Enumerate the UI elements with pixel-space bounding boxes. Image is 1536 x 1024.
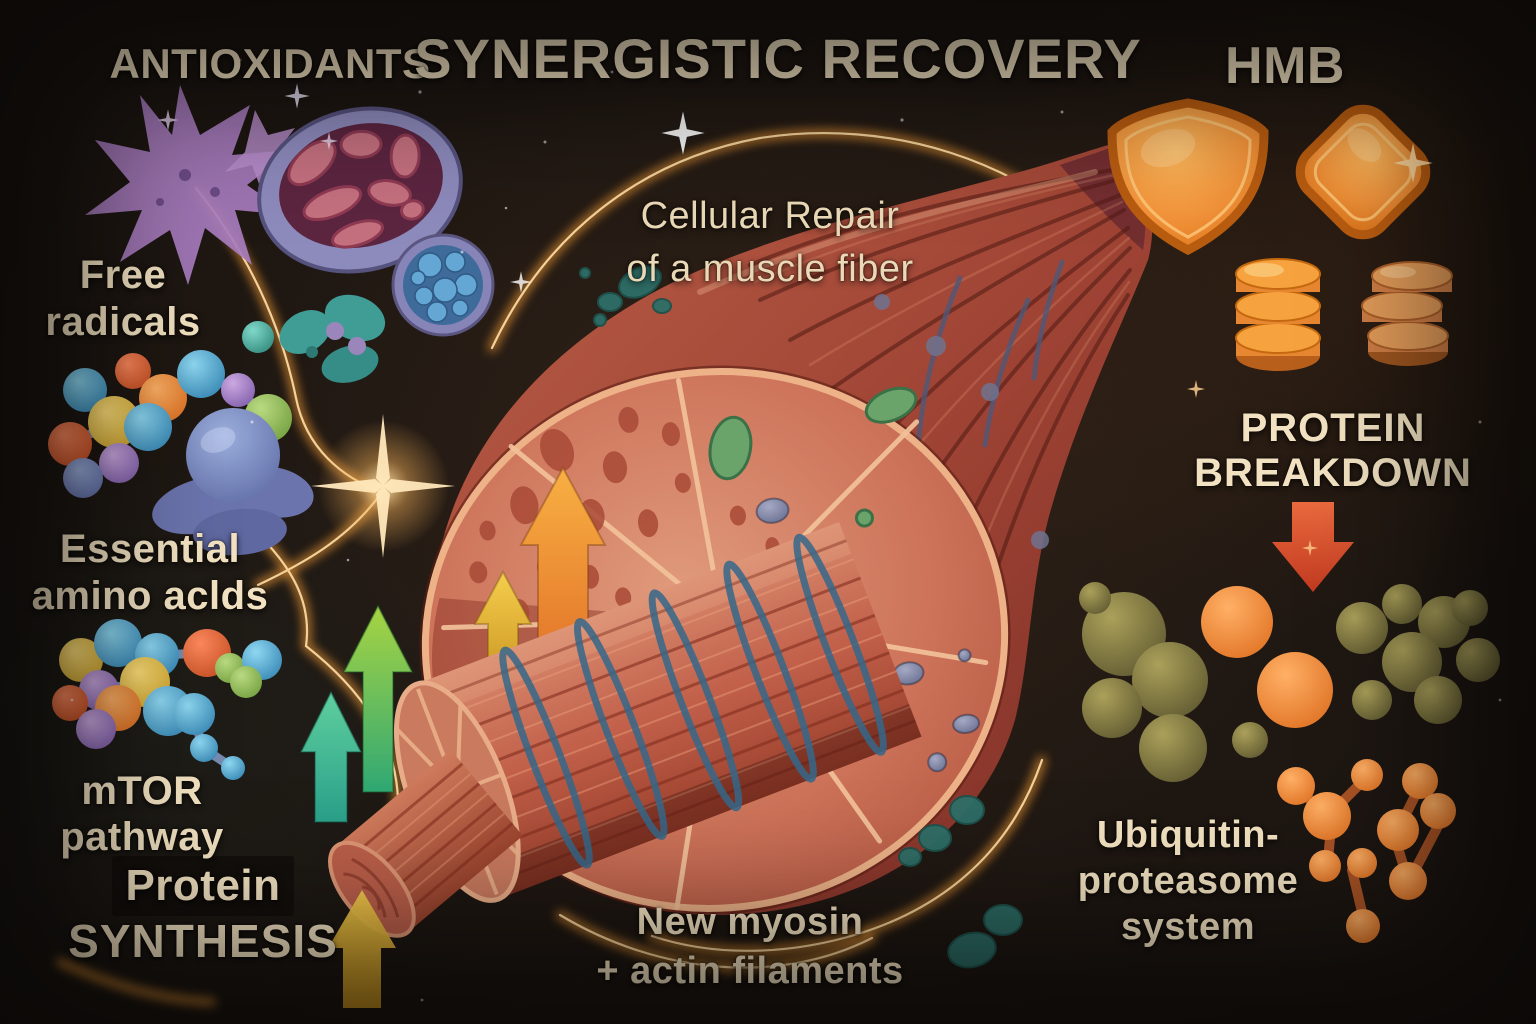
mitochondria-icon	[257, 106, 463, 274]
myofibril-strand	[328, 749, 523, 938]
label-cellular-repair: Cellular Repair of a muscle fiber	[626, 195, 914, 290]
energy-burst-icon	[311, 414, 455, 558]
chaperone-blob-icon	[242, 294, 386, 383]
green-up-arrow-icon	[342, 603, 414, 793]
ubiquitin-cluster-icon	[1277, 759, 1456, 943]
label-protein: Protein	[125, 861, 281, 910]
teal-debris-blobs	[579, 265, 1023, 969]
label-mtor-pathway: mTOR pathway	[60, 769, 224, 859]
hmb-tablet-stack-1-icon	[1235, 258, 1321, 371]
label-essential-amino-acids: Essential amino aclds	[31, 527, 269, 618]
page-title: SYNERGISTIC RECOVERY	[414, 27, 1142, 90]
degraded-protein-spheres	[1079, 582, 1500, 782]
ribosome-icon	[152, 408, 314, 556]
muscle-fiber-illustration	[328, 140, 1153, 938]
amino-acid-chain-icon	[48, 350, 292, 498]
free-radical-burst-icon	[85, 85, 298, 285]
label-synthesis: SYNTHESIS	[68, 915, 338, 967]
vesicle-icon	[391, 233, 495, 337]
label-free-radicals: Free radicals	[45, 253, 201, 344]
protein-label-backdrop	[112, 856, 294, 916]
yellow-up-arrow-icon	[328, 890, 396, 1008]
label-new-filaments: New myosin + actin filaments	[596, 901, 904, 992]
hmb-tablet-stack-2-icon	[1361, 261, 1453, 366]
label-protein-breakdown: PROTEIN BREAKDOWN	[1194, 406, 1472, 495]
label-antioxidants: ANTIOXIDANTS	[109, 40, 431, 87]
hmb-shield-2-icon	[1295, 104, 1431, 240]
sparkles	[70, 58, 1502, 1002]
hmb-shield-1-icon	[1107, 98, 1269, 256]
label-hmb: HMB	[1225, 37, 1345, 95]
label-ubiquitin-proteasome: Ubiquitin- proteasome system	[1077, 814, 1299, 948]
mtor-chain-icon	[52, 619, 282, 780]
teal-up-arrow-icon	[299, 689, 363, 823]
